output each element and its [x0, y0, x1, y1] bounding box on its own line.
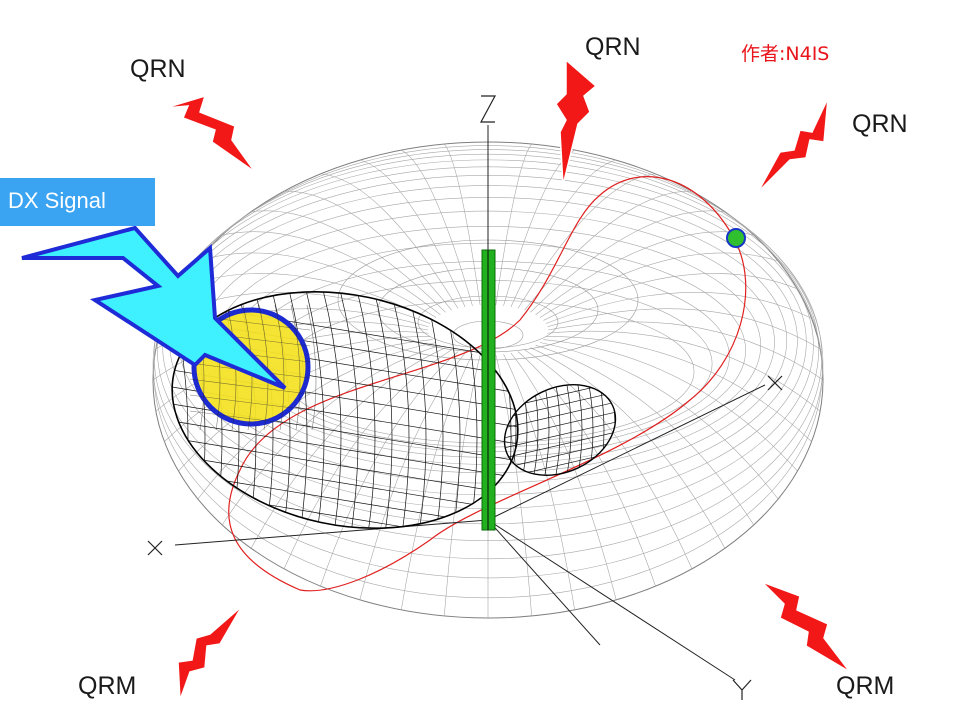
lobe-mesh-line — [159, 520, 526, 559]
torus-meridian — [359, 159, 466, 308]
axis-labels — [147, 95, 783, 700]
torus-meridian — [251, 210, 446, 313]
torus-meridian — [444, 143, 481, 306]
torus-meridian — [547, 308, 821, 350]
lobe-mesh-line — [305, 289, 325, 541]
lobe-mesh-line — [339, 289, 359, 541]
torus-meridian — [530, 210, 725, 313]
lobe-mesh-line — [159, 486, 526, 548]
target-mesh-line — [189, 410, 311, 427]
target-mesh-line — [290, 304, 301, 431]
qrn-label-top-center: QRN — [585, 33, 641, 61]
qrn-label-top-right: QRN — [852, 110, 908, 138]
qrn-bolt-top-center — [555, 58, 598, 186]
lobe-mesh-line — [424, 289, 444, 541]
torus-meridian — [503, 354, 575, 610]
position-marker — [726, 228, 746, 248]
qrm-label-bottom-left: QRM — [78, 672, 137, 700]
torus-meridian — [250, 347, 446, 549]
lobe-mesh-line — [526, 289, 541, 541]
lobe-mesh-line — [356, 289, 376, 541]
torus-meridian — [222, 231, 441, 316]
lobe-mesh-line — [159, 401, 526, 463]
torus-meridian — [197, 342, 437, 500]
back-lobe-mesh-line — [494, 409, 626, 441]
torus-meridian — [320, 173, 459, 309]
back-lobe-mesh-line — [543, 379, 550, 481]
torus-meridian — [510, 159, 617, 308]
torus-meridian — [543, 273, 798, 321]
gain-trace-curve — [228, 176, 747, 592]
qrm-bolt-bottom-right — [761, 581, 851, 673]
back-lobe-mesh-line — [494, 399, 626, 431]
back-lobe-mesh-line — [494, 429, 626, 461]
torus-meridian — [359, 352, 466, 600]
target-mesh-line — [306, 304, 317, 431]
axes — [174, 125, 766, 681]
back-lobe-mesh-line — [554, 379, 561, 481]
torus-meridian — [320, 351, 459, 587]
torus-meridian — [545, 336, 812, 442]
z-axis-label — [479, 95, 497, 123]
target-mesh-line — [189, 394, 311, 411]
torus-meridian — [539, 342, 779, 500]
torus-meridian — [401, 149, 473, 306]
back-lobe-mesh-line — [587, 379, 594, 481]
back-lobe-mesh-line — [521, 379, 528, 481]
torus-meridian — [495, 143, 532, 306]
lobe-mesh-line — [159, 503, 526, 559]
lobe-mesh-line — [322, 289, 342, 541]
torus-meridian — [530, 347, 726, 549]
torus-meridian — [535, 344, 755, 526]
x-axis-label-right — [767, 375, 783, 391]
qrn-bolt-top-right — [757, 97, 829, 193]
qrm-label-bottom-right: QRM — [836, 672, 895, 700]
qrm-bolt-bottom-left — [177, 605, 243, 701]
torus-meridian — [524, 349, 693, 569]
lobe-mesh-line — [159, 418, 526, 480]
back-lobe-mesh-line — [494, 419, 626, 451]
qrn-bolt-top-left — [164, 94, 256, 173]
torus-meridian — [547, 321, 823, 381]
lobe-mesh-line — [159, 435, 526, 497]
torus-meridian — [524, 190, 692, 311]
torus-meridian — [547, 330, 821, 412]
target-mesh-line — [274, 304, 285, 431]
torus-meridian — [401, 354, 473, 610]
target-mesh-line — [189, 378, 311, 395]
torus-meridian — [539, 252, 779, 318]
lobe-mesh-line — [390, 289, 410, 541]
dx-signal-label: DX Signal — [0, 178, 155, 226]
back-lobe-mesh-line — [565, 379, 572, 481]
lobe-mesh-line — [288, 289, 308, 541]
torus-meridian — [197, 252, 437, 318]
torus-meridian — [543, 339, 798, 472]
dx-signal-bolt — [21, 225, 287, 390]
x-axis-label-left — [147, 540, 163, 556]
torus-meridian — [221, 344, 441, 526]
lobe-mesh-line — [407, 289, 427, 541]
noise-bolts — [164, 58, 851, 701]
torus-meridian — [443, 354, 481, 616]
torus-meridian — [545, 292, 812, 324]
qrn-label-top-left: QRN — [130, 55, 186, 83]
author-credit: 作者:N4IS — [741, 43, 830, 65]
lobe-mesh-line — [509, 289, 529, 541]
y-axis-label — [732, 679, 752, 700]
torus-meridian — [284, 190, 452, 311]
